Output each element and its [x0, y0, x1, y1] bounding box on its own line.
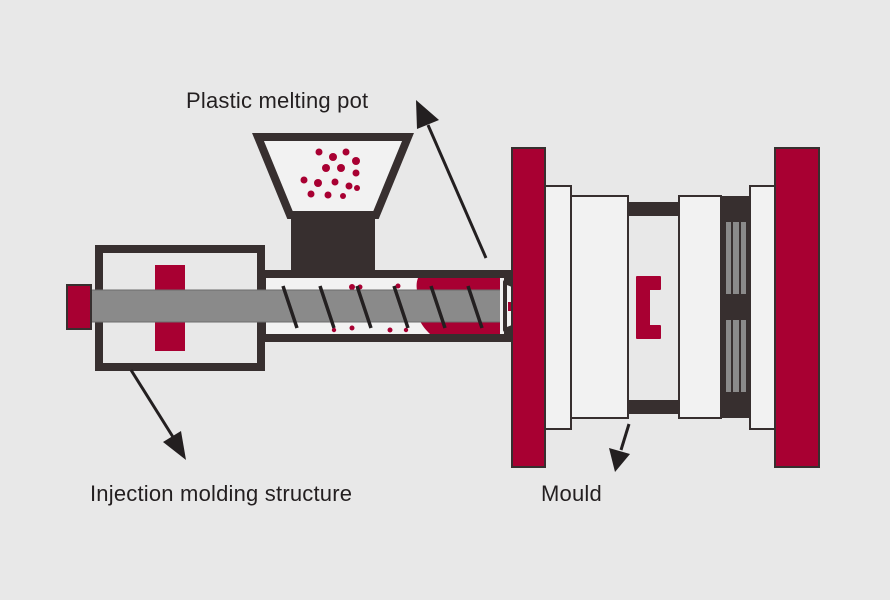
tie-bar-bottom [628, 400, 680, 414]
plastic-pellets [300, 148, 360, 199]
label-mould: Mould [541, 481, 602, 506]
molded-part [636, 276, 661, 339]
fixed-mould-half [570, 195, 629, 419]
callout-arrow-mould [609, 423, 631, 472]
screw [70, 285, 500, 329]
callout-arrow-injection-structure [129, 369, 186, 460]
label-injection-molding-structure: Injection molding structure [90, 481, 353, 506]
screw-end-cap [66, 284, 92, 330]
tie-bar-top [628, 202, 680, 216]
label-plastic-melting-pot: Plastic melting pot [186, 88, 369, 113]
fixed-platen [511, 147, 546, 468]
hopper [252, 133, 414, 276]
ejector-plates [726, 222, 746, 392]
callout-arrow-melting-pot [416, 100, 488, 259]
moving-mould-plate [749, 185, 776, 430]
screw-flights [281, 285, 484, 329]
moving-platen [774, 147, 820, 468]
fixed-mould-plate [544, 185, 572, 430]
moving-mould-half [678, 195, 722, 419]
